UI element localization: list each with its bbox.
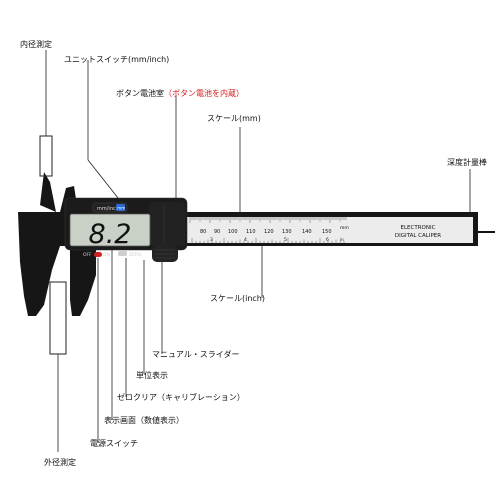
mm-tick-label: 150 [322,229,332,235]
label-display-screen: 表示画面（数値表示） [104,416,184,425]
inner-measure-bracket [39,135,53,177]
mm-tick-label: 120 [264,229,274,235]
scale-strip [185,217,473,243]
inch-tick-label: 4 [244,237,247,243]
unit-badge-label: mm [117,206,125,211]
inch-tick-label: 6 [326,237,329,243]
leader-lines [45,50,471,452]
brand-line-2: DIGITAL CALIPER [395,233,441,239]
label-unit-switch: ユニットスイッチ(mm/inch) [64,55,170,64]
zero-button[interactable] [118,251,127,256]
label-scale-inch: スケール(inch) [210,294,266,303]
mm-tick-label: 100 [228,229,238,235]
lcd-reading: 8.2 [89,219,132,250]
thumb-grip [149,202,185,246]
label-battery-room: ボタン電池室（ボタン電池を内蔵） [116,89,244,99]
power-off-label: OFF [83,252,92,258]
inch-unit-label: in [340,237,344,242]
mm-tick-label: 130 [282,229,292,235]
mm-tick-label: 140 [302,229,312,235]
label-zero-clear: ゼロクリア（キャリブレーション） [117,393,245,402]
label-inner-measure: 内径測定 [20,40,52,49]
label-outer-measure: 外径測定 [44,458,76,467]
inch-tick-marks [191,238,345,243]
power-on-label: ON [103,252,110,258]
mm-tick-label: 110 [246,229,256,235]
inch-tick-label: 5 [284,237,287,243]
unit-badge [116,204,125,211]
brand-line-1: ELECTRONIC [401,225,436,231]
outer-jaw-fixed [18,212,60,316]
inch-tick-label: 3 [210,237,213,243]
mm-tick-label: 80 [200,229,206,235]
label-unit-display: 単位表示 [136,371,168,380]
unit-switch-label: mm/inch [97,206,119,212]
label-depth-rod: 深度計量棒 [447,158,487,167]
label-battery-room-text: ボタン電池室 [116,89,164,98]
label-manual-slider: マニュアル・スライダー [152,350,240,359]
label-battery-note: （ボタン電池を内蔵） [164,89,244,98]
mm-tick-marks [189,217,347,223]
mm-tick-label: 90 [214,229,220,235]
inner-jaw-fixed [40,172,56,212]
lcd-display [69,213,151,247]
label-scale-mm: スケール(mm) [207,114,261,123]
label-power-switch: 電源スイッチ [90,439,138,448]
mm-unit-label: mm [340,226,349,231]
outer-jaw-sliding [70,246,96,316]
outer-measure-bracket [49,281,67,355]
power-switch[interactable] [94,252,102,257]
zero-label: ZERO [129,252,142,258]
